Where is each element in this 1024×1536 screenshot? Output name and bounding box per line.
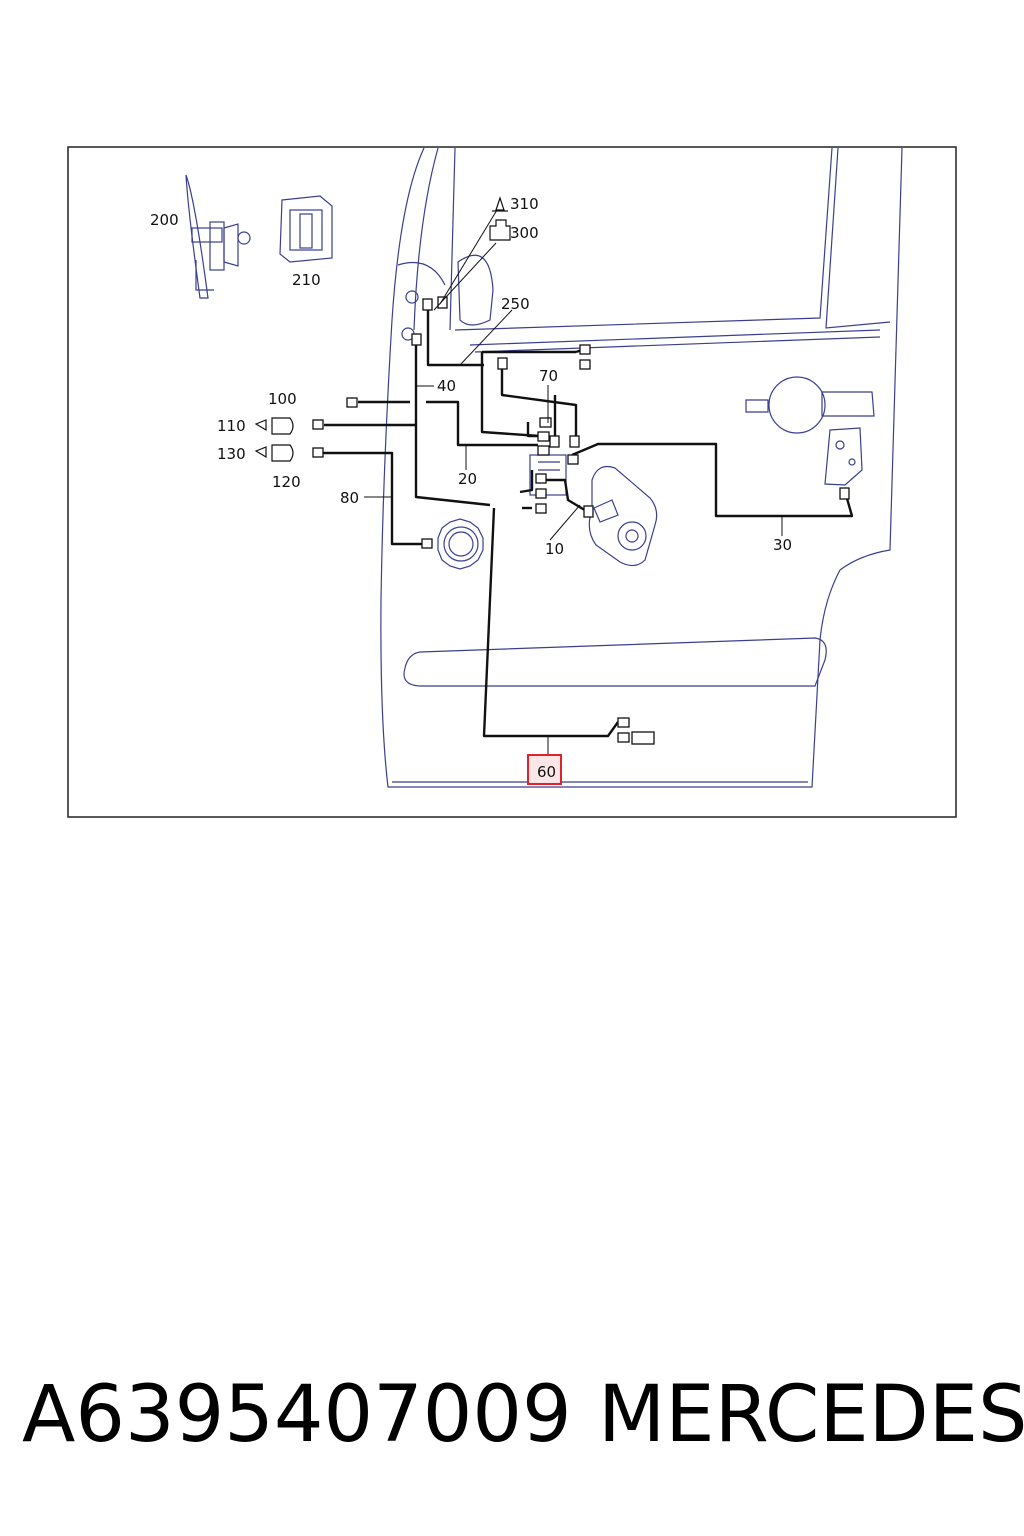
leader-lines xyxy=(364,209,783,755)
callout-20: 20 xyxy=(458,470,477,488)
callout-80: 80 xyxy=(340,489,359,507)
callout-labels: 200 210 310 300 250 70 40 100 110 130 12… xyxy=(150,195,792,781)
callout-300: 300 xyxy=(510,224,539,242)
callout-100: 100 xyxy=(268,390,297,408)
door-lock xyxy=(745,376,875,486)
harness-wires xyxy=(322,310,854,738)
grommet-part-210 xyxy=(279,195,333,263)
callout-70: 70 xyxy=(539,367,558,385)
harness-connectors xyxy=(312,296,850,745)
brand-name: MERCEDES xyxy=(598,1370,1024,1460)
part-number: A6395407009 xyxy=(22,1370,572,1460)
door-outline xyxy=(380,147,903,788)
callout-210: 210 xyxy=(292,271,321,289)
clip-part-200 xyxy=(185,174,251,299)
callout-310: 310 xyxy=(510,195,539,213)
callout-110: 110 xyxy=(217,417,246,435)
footer-caption: A6395407009 MERCEDES xyxy=(0,1370,1024,1470)
diagram-frame xyxy=(67,146,957,818)
callout-60: 60 xyxy=(537,763,556,781)
terminal-symbols xyxy=(254,196,511,462)
callout-30: 30 xyxy=(773,536,792,554)
callout-200: 200 xyxy=(150,211,179,229)
highlight-box-60 xyxy=(527,754,562,785)
callout-130: 130 xyxy=(217,445,246,463)
speaker-grommet xyxy=(437,518,484,570)
callout-10: 10 xyxy=(545,540,564,558)
callout-120: 120 xyxy=(272,473,301,491)
callout-40: 40 xyxy=(437,377,456,395)
callout-250: 250 xyxy=(501,295,530,313)
